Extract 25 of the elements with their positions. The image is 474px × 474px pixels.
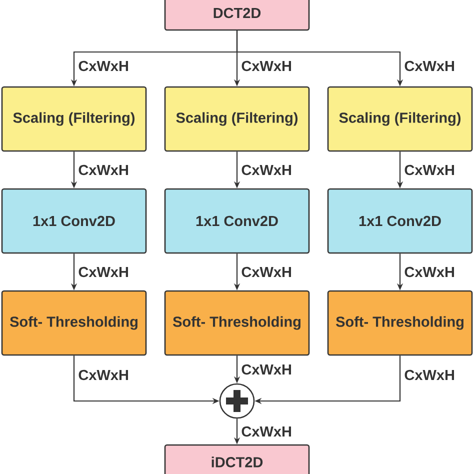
edge-label: CxWxH: [240, 363, 293, 376]
edge-label: CxWxH: [77, 368, 130, 382]
edge-label: CxWxH: [240, 266, 293, 278]
process-box: 1x1 Conv2D: [164, 188, 310, 254]
process-box: Soft- Thresholding: [1, 290, 147, 356]
process-box: Scaling (Filtering): [327, 86, 473, 152]
process-box: Soft- Thresholding: [164, 290, 310, 356]
edge-label: CxWxH: [77, 164, 130, 176]
edge-label: CxWxH: [240, 425, 293, 438]
edge-label: CxWxH: [403, 60, 456, 72]
process-box: Scaling (Filtering): [164, 86, 310, 152]
edge-label: CxWxH: [403, 164, 456, 176]
sum-symbol: [219, 383, 255, 419]
process-box: iDCT2D: [164, 444, 310, 474]
edge-label: CxWxH: [77, 60, 130, 72]
edge-label: CxWxH: [403, 266, 456, 278]
process-box: Soft- Thresholding: [327, 290, 473, 356]
process-box: DCT2D: [164, 0, 310, 31]
edge-label: CxWxH: [240, 60, 293, 72]
edge-label: CxWxH: [240, 164, 293, 176]
edge-label: CxWxH: [403, 368, 456, 382]
process-box: 1x1 Conv2D: [1, 188, 147, 254]
edge-label: CxWxH: [77, 266, 130, 278]
process-box: Scaling (Filtering): [1, 86, 147, 152]
process-box: 1x1 Conv2D: [327, 188, 473, 254]
